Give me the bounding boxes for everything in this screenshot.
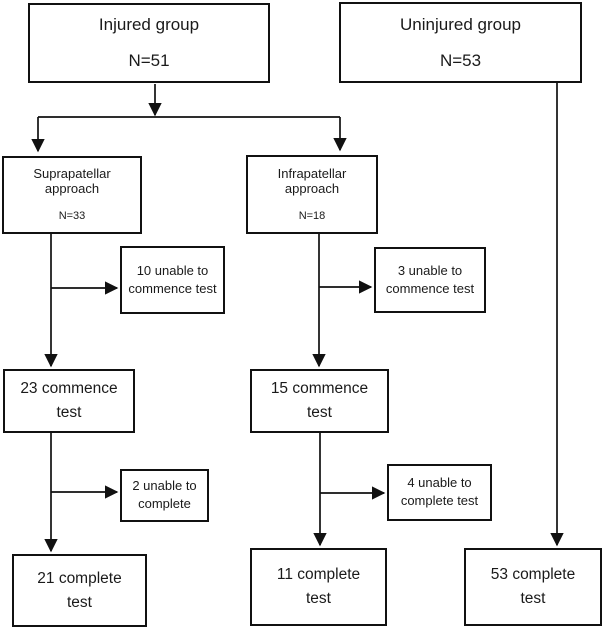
injured-group-box: Injured group N=51 xyxy=(28,3,270,83)
uninjured-group-box: Uninjured group N=53 xyxy=(339,2,582,83)
supra-unable-complete-line2: complete xyxy=(138,496,191,511)
infra-unable-complete-line1: 4 unable to xyxy=(407,475,472,491)
supra-complete-box: 21 complete test xyxy=(12,554,147,627)
supra-unable-complete-line1: 2 unable to xyxy=(132,478,197,494)
infra-commence-box: 15 commence test xyxy=(250,369,389,433)
uninjured-group-label: Uninjured group xyxy=(400,14,521,34)
infrapatellar-approach-box: Infrapatellar approach N=18 xyxy=(246,155,378,234)
infrapatellar-n: N=18 xyxy=(298,209,326,222)
injured-group-label: Injured group xyxy=(98,15,200,35)
infrapatellar-label-line1: Infrapatellar xyxy=(277,165,347,181)
infra-unable-complete-box: 4 unable to complete test xyxy=(387,464,492,521)
infra-commence-line2: test xyxy=(307,404,332,421)
infra-complete-box: 11 complete test xyxy=(250,548,387,626)
infra-complete-line2: test xyxy=(306,590,331,607)
suprapatellar-label-line1: Suprapatellar xyxy=(33,166,111,182)
infra-commence-line1: 15 commence xyxy=(270,380,369,398)
suprapatellar-approach-box: Suprapatellar approach N=33 xyxy=(2,156,142,234)
infra-unable-commence-line2: commence test xyxy=(385,280,475,296)
infra-complete-line1: 11 complete xyxy=(276,566,361,584)
supra-complete-line2: test xyxy=(67,593,92,611)
supra-unable-commence-line2: commence test xyxy=(128,280,217,296)
supra-commence-box: 23 commence test xyxy=(3,369,135,433)
uninjured-complete-line1: 53 complete xyxy=(490,566,576,584)
supra-unable-commence-line1: 10 unable to xyxy=(136,262,209,278)
suprapatellar-label-line2: approach xyxy=(44,181,100,197)
suprapatellar-n: N=33 xyxy=(58,210,86,223)
supra-unable-complete-box: 2 unable to complete xyxy=(120,469,209,522)
supra-unable-commence-box: 10 unable to commence test xyxy=(120,246,225,314)
injured-group-n: N=51 xyxy=(128,51,170,70)
supra-commence-line1: 23 commence xyxy=(20,380,118,398)
supra-complete-line1: 21 complete xyxy=(37,569,122,587)
uninjured-complete-box: 53 complete test xyxy=(464,548,602,626)
infra-unable-commence-line1: 3 unable to xyxy=(397,262,463,278)
infra-unable-commence-box: 3 unable to commence test xyxy=(374,247,486,313)
uninjured-complete-line2: test xyxy=(520,590,546,607)
uninjured-group-n: N=53 xyxy=(439,50,482,70)
infra-unable-complete-line2: complete test xyxy=(400,493,479,508)
supra-commence-line2: test xyxy=(56,404,82,421)
infrapatellar-label-line2: approach xyxy=(284,180,340,196)
